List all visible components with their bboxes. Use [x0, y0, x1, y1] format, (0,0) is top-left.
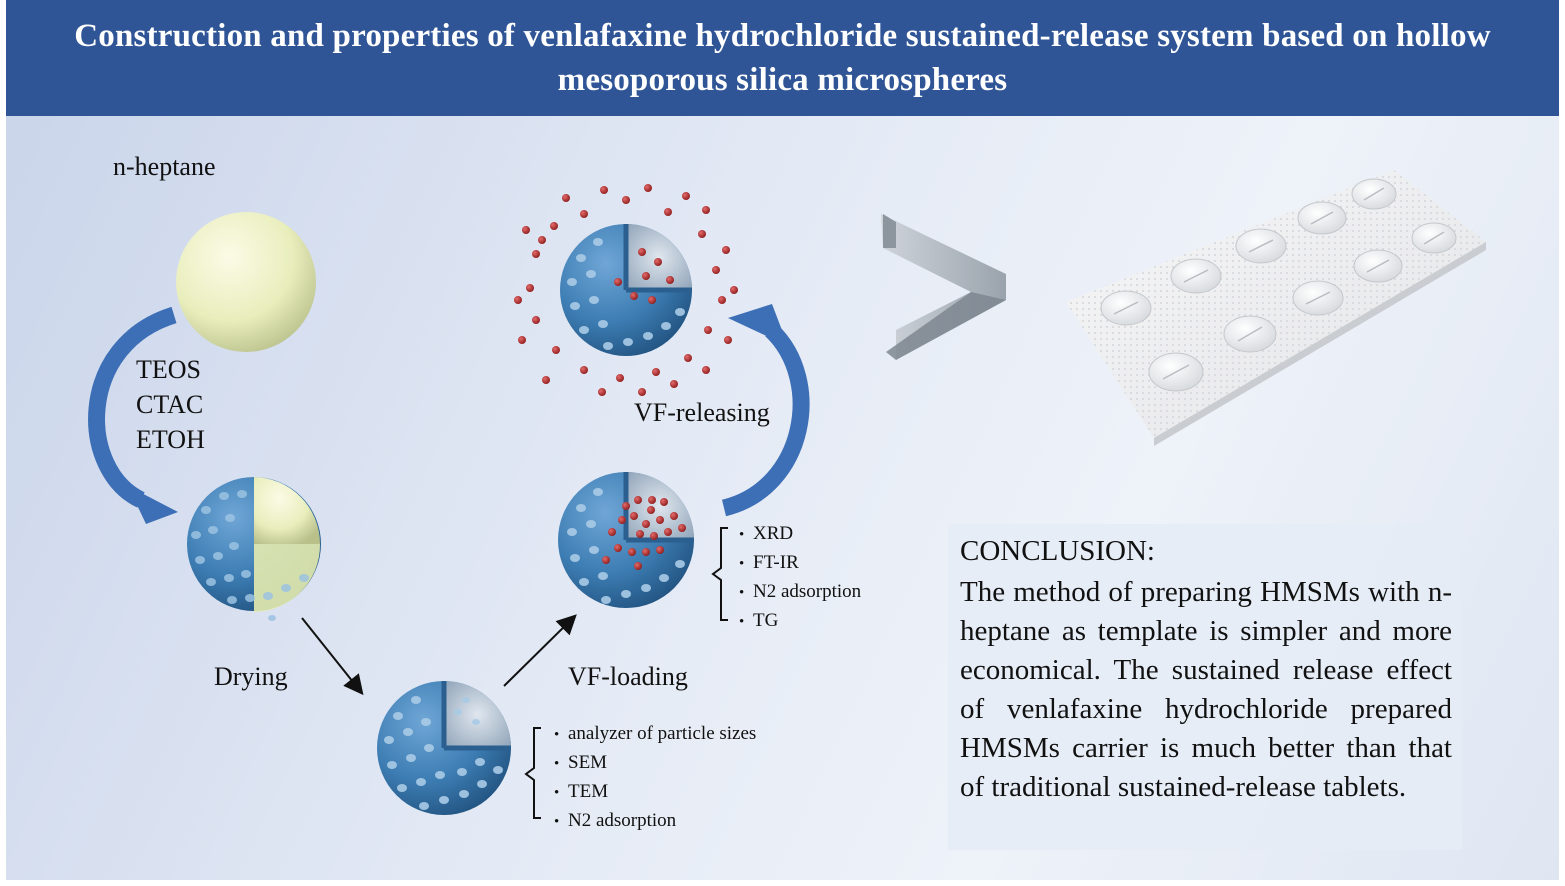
loading-label: VF-loading [568, 662, 688, 691]
hollow-sphere-icon [377, 681, 511, 815]
coated-sphere-icon [187, 477, 321, 621]
conclusion-text: The method of preparing HMSMs with n-hep… [960, 576, 1452, 803]
loading-arrow [503, 614, 577, 687]
graphical-abstract: Construction and properties of venlafaxi… [6, 0, 1559, 880]
greater-than-chevron-icon [881, 214, 1006, 360]
hmsm-characterization-bracket [524, 727, 541, 819]
diagram-graphics [88, 170, 1486, 819]
list-item: analyzer of particle sizes [554, 720, 756, 749]
loaded-characterization-list: XRD FT-IR N2 adsorption TG [739, 520, 861, 636]
list-item: FT-IR [739, 549, 861, 578]
loaded-sphere-icon [558, 472, 694, 608]
tablet-blister-pack-icon [1066, 170, 1486, 446]
loaded-characterization-bracket [711, 527, 728, 621]
list-item: TG [739, 607, 861, 636]
coating-arrow-head [128, 486, 178, 524]
hmsm-characterization-list: analyzer of particle sizes SEM TEM N2 ad… [554, 720, 756, 836]
coating-arrow [88, 306, 177, 508]
list-item: TEM [554, 778, 756, 807]
list-item: XRD [739, 520, 861, 549]
list-item: N2 adsorption [739, 578, 861, 607]
reagent-label-teos: TEOS [136, 355, 201, 384]
release-arrow-head [728, 304, 788, 346]
release-arrow [721, 323, 810, 517]
list-item: N2 adsorption [554, 807, 756, 836]
drying-label: Drying [214, 662, 288, 691]
conclusion-heading: CONCLUSION: [960, 535, 1155, 567]
title-bar: Construction and properties of venlafaxi… [6, 0, 1559, 116]
template-sphere-icon [176, 212, 316, 352]
drying-arrow [301, 617, 364, 696]
reagent-label-etoh: ETOH [136, 425, 205, 454]
conclusion-box: CONCLUSION: The method of preparing HMSM… [948, 524, 1462, 850]
reagent-label-ctac: CTAC [136, 390, 204, 419]
template-label: n-heptane [113, 152, 216, 181]
title: Construction and properties of venlafaxi… [74, 18, 1491, 98]
releasing-label: VF-releasing [634, 398, 770, 427]
list-item: SEM [554, 749, 756, 778]
releasing-sphere-icon [514, 184, 738, 396]
